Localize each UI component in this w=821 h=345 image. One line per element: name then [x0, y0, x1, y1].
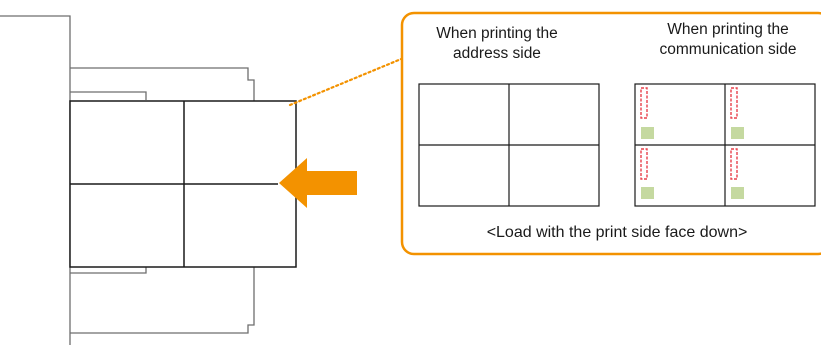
address-side-caption-line: address side [453, 45, 541, 62]
load-instruction: <Load with the print side face down> [486, 224, 748, 241]
dotted-leader-line [288, 55, 408, 107]
communication-side-caption-line: When printing the [667, 21, 789, 38]
postal-code-boxes [640, 87, 648, 119]
postcard-sheet [69, 100, 297, 268]
communication-side-caption: When printing the communication side [618, 20, 821, 60]
communication-side-grid [634, 83, 816, 207]
postal-code-boxes [730, 87, 738, 119]
communication-side-caption-line: communication side [659, 41, 797, 58]
postcard-quadrant [730, 148, 744, 199]
postcard-quadrant [640, 87, 654, 139]
arrow-left-icon [279, 158, 357, 208]
address-label-block [641, 187, 654, 199]
address-side-grid [418, 83, 600, 207]
postal-code-boxes [640, 148, 648, 180]
postcard-quadrant [640, 148, 654, 199]
postcard-quadrant [730, 87, 744, 139]
address-label-block [731, 187, 744, 199]
address-side-caption-line: When printing the [436, 25, 558, 42]
postal-code-boxes [730, 148, 738, 180]
address-label-block [641, 127, 654, 139]
address-label-block [731, 127, 744, 139]
address-side-caption: When printing the address side [402, 24, 592, 64]
